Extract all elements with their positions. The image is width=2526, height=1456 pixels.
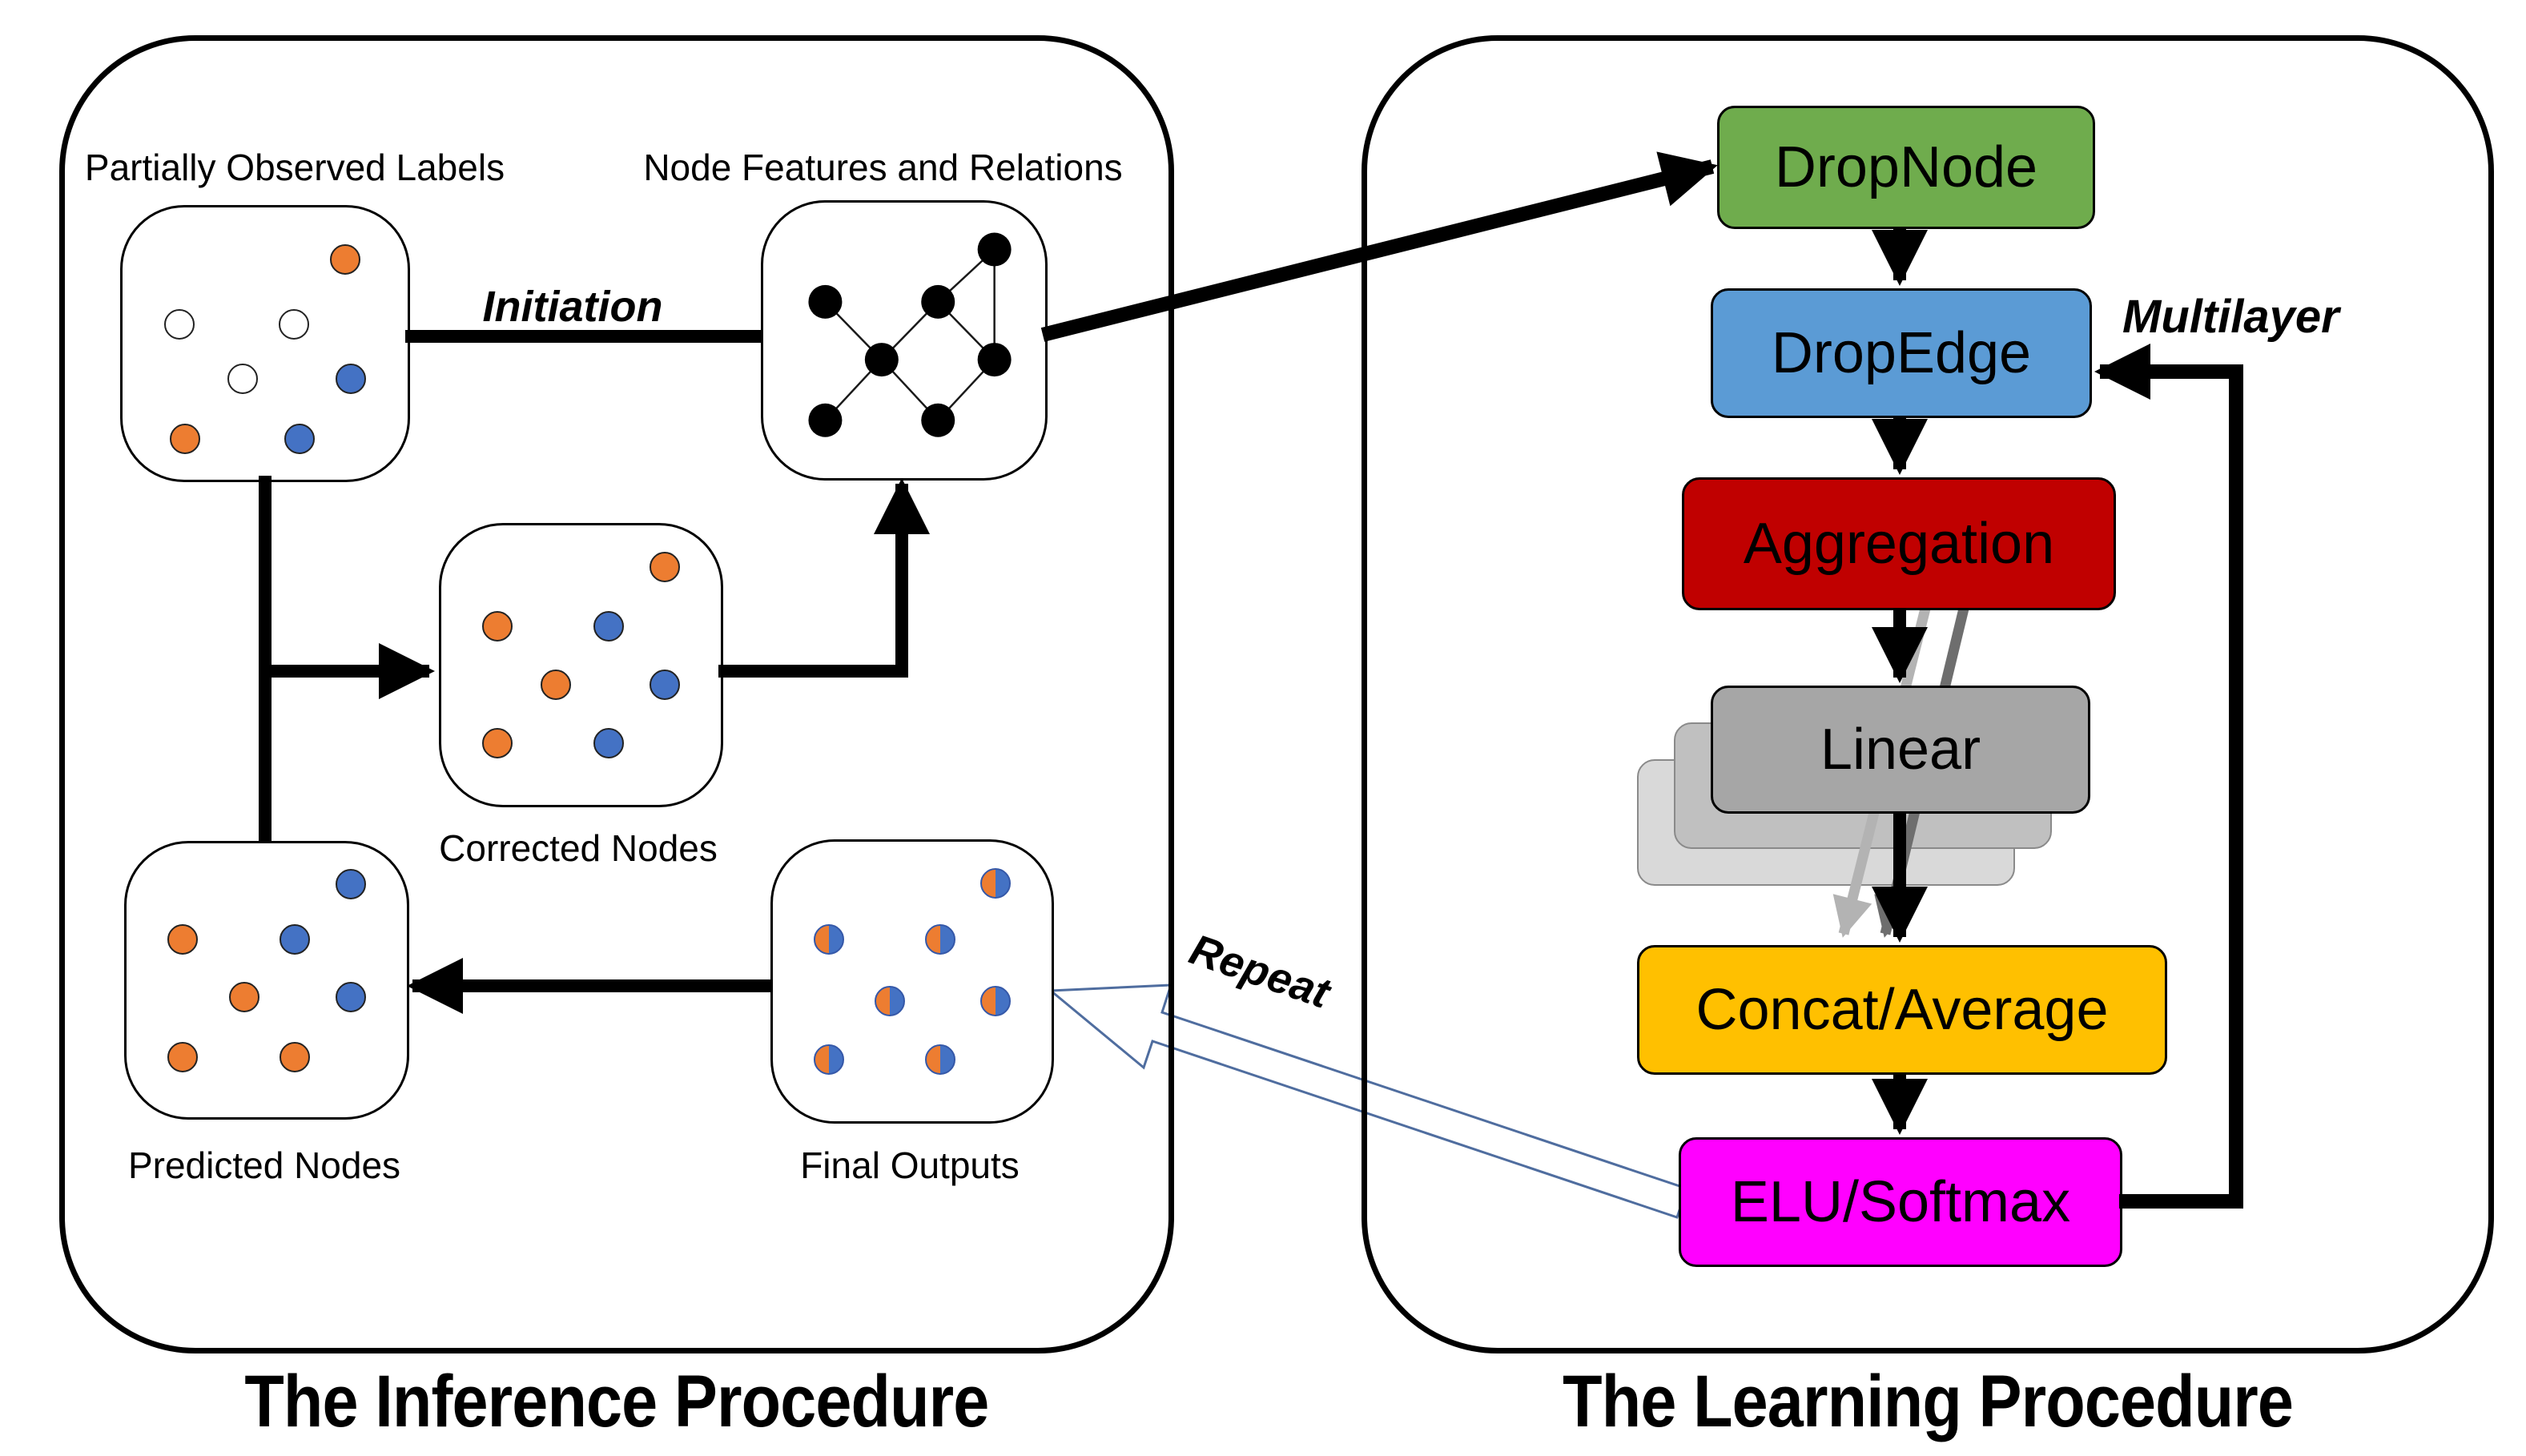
step-aggregation-label: Aggregation: [1743, 512, 2055, 576]
node-dot-orange: [481, 610, 513, 642]
step-dropedge-label: DropEdge: [1771, 321, 2032, 385]
node-dot-blue: [593, 728, 625, 759]
node-dot-split: [875, 985, 906, 1016]
graph-box: [761, 200, 1048, 481]
step-elu-softmax-label: ELU/Softmax: [1730, 1170, 2071, 1234]
graph-node: [808, 284, 843, 319]
graph-structure: [808, 232, 1012, 437]
node-dot-orange: [650, 552, 681, 583]
node-dot-blue: [593, 610, 625, 642]
predicted-nodes-title: Predicted Nodes: [127, 1144, 401, 1186]
node-dot-split: [813, 924, 844, 955]
node-dot-white: [278, 309, 309, 340]
node-dot-split: [924, 1044, 955, 1076]
step-linear-label: Linear: [1820, 718, 1981, 782]
step-elu-softmax: ELU/Softmax: [1679, 1137, 2122, 1267]
step-dropnode-label: DropNode: [1774, 135, 2038, 199]
node-dot-split: [980, 868, 1012, 899]
inference-panel: [59, 35, 1174, 1353]
node-dot-orange: [541, 669, 572, 700]
step-linear: Linear: [1711, 686, 2090, 814]
node-dot-white: [164, 309, 195, 340]
step-concat-average-label: Concat/Average: [1695, 978, 2109, 1042]
learning-panel: [1362, 35, 2494, 1353]
node-dot-orange: [329, 243, 360, 275]
step-dropedge: DropEdge: [1711, 288, 2092, 418]
node-dot-orange: [229, 981, 259, 1012]
observed-labels-box: [120, 205, 410, 482]
final-outputs-box: [770, 839, 1054, 1124]
step-dropnode: DropNode: [1717, 106, 2095, 229]
step-aggregation: Aggregation: [1682, 477, 2116, 610]
corrected-nodes-title: Corrected Nodes: [439, 827, 718, 869]
node-dot-blue: [650, 669, 681, 700]
node-dot-orange: [170, 424, 201, 454]
graph-node: [921, 284, 955, 319]
final-outputs-title: Final Outputs: [800, 1144, 1020, 1186]
observed-labels-title: Partially Observed Labels: [84, 147, 505, 188]
node-dot-split: [924, 924, 955, 955]
node-dot-blue: [336, 869, 366, 900]
graph-node: [977, 343, 1012, 377]
node-dot-orange: [167, 923, 198, 955]
node-dot-blue: [336, 981, 366, 1012]
node-dot-split: [813, 1044, 844, 1076]
node-dot-white: [227, 364, 258, 395]
node-dot-orange: [280, 1041, 310, 1072]
node-dot-orange: [167, 1041, 198, 1072]
step-concat-average: Concat/Average: [1637, 945, 2167, 1075]
node-dot-blue: [284, 424, 315, 454]
graph-node: [977, 232, 1012, 267]
graph-node: [921, 403, 955, 437]
node-dot-blue: [280, 923, 310, 955]
node-dot-orange: [481, 728, 513, 759]
node-dot-blue: [335, 364, 366, 395]
graph-node: [864, 343, 899, 377]
node-dot-split: [980, 985, 1012, 1016]
predicted-nodes-box: [124, 841, 409, 1120]
graph-node: [808, 403, 843, 437]
corrected-nodes-box: [439, 523, 723, 807]
